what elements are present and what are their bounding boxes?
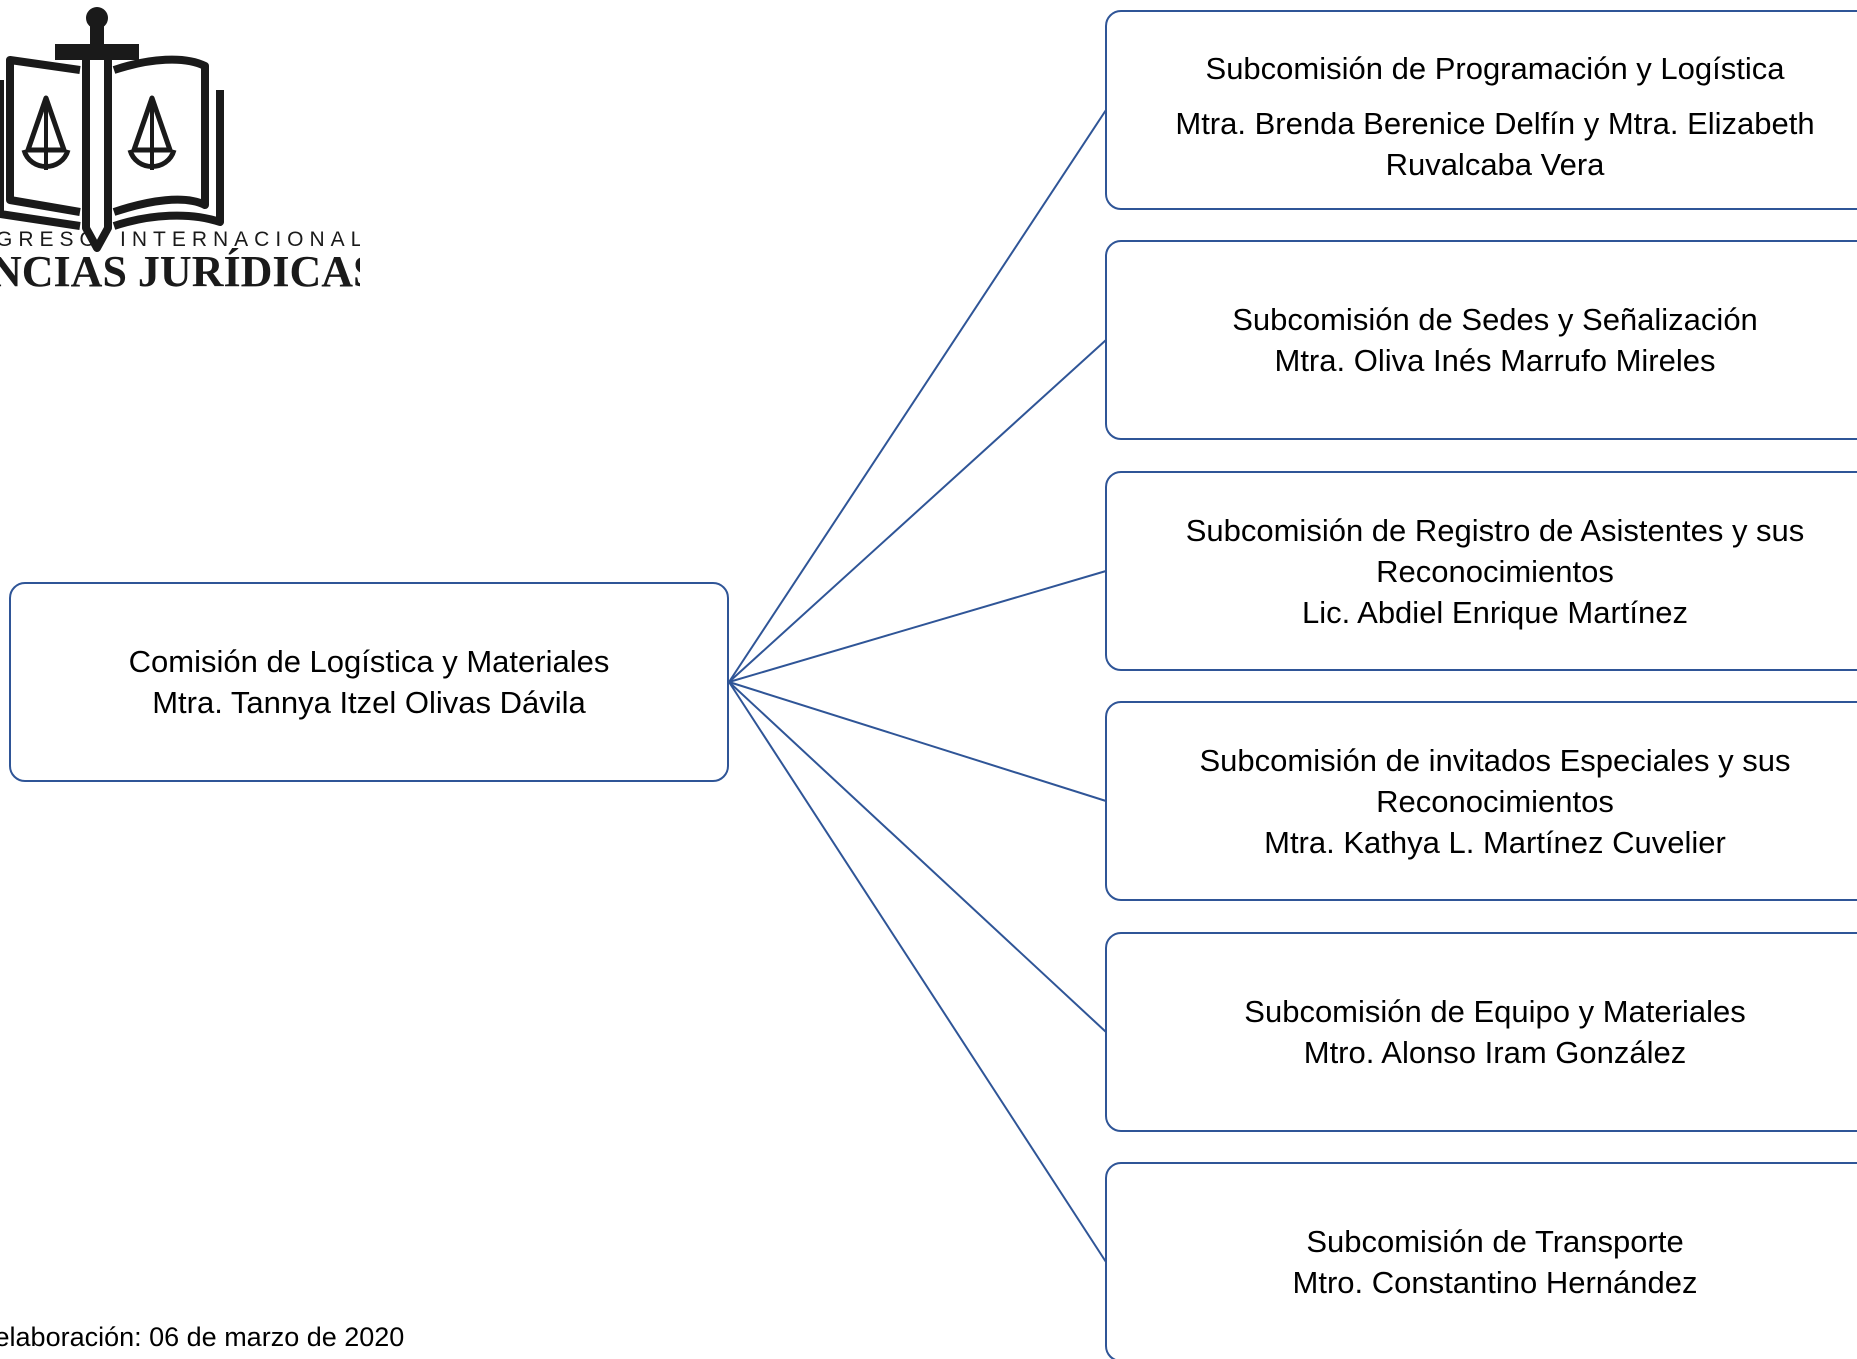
subcommittee-person: Mtra. Kathya L. Martínez Cuvelier: [1264, 824, 1726, 860]
connector-line-3: [728, 681, 1107, 802]
subcommittee-person: Mtro. Constantino Hernández: [1292, 1265, 1698, 1300]
subcommittee-person: Mtro. Alonso Iram González: [1303, 1035, 1687, 1070]
subcommittee-box-registration: Subcomisión de Registro de Asistentes y …: [1105, 471, 1857, 671]
subcommittee-title: Subcomisión de Transporte: [1306, 1224, 1684, 1259]
connector-line-4: [728, 681, 1107, 1033]
subcommittee-person: Lic. Abdiel Enrique Martínez: [1302, 594, 1688, 630]
subcommittee-box-programming: Subcomisión de Programación y Logística …: [1105, 10, 1857, 210]
subcommittee-person: Mtra. Oliva Inés Marrufo Mireles: [1274, 343, 1716, 378]
connector-line-2: [728, 570, 1107, 683]
scales-of-justice-book-sword-logo-icon: [0, 7, 224, 252]
subcommittee-person: Mtra. Brenda Berenice Delfín y Mtra. Eli…: [1175, 106, 1815, 141]
elaboration-date-footer: e elaboración: 06 de marzo de 2020: [0, 1322, 405, 1352]
logo-text-line2: NCIAS JURÍDICAS: [0, 247, 360, 296]
root-committee-person: Mtra. Tannya Itzel Olivas Dávila: [152, 685, 586, 720]
subcommittee-title: Subcomisión de Programación y Logística: [1205, 51, 1785, 86]
subcommittee-title-cont: Reconocimientos: [1376, 553, 1614, 589]
subcommittee-title-cont: Reconocimientos: [1376, 783, 1614, 819]
connector-line-0: [728, 109, 1107, 683]
connector-line-5: [728, 681, 1107, 1263]
logo-text-line1-right: INTERNACIONAL: [120, 228, 360, 251]
subcommittee-box-special-guests: Subcomisión de invitados Especiales y su…: [1105, 701, 1857, 901]
subcommittee-box-transport: Subcomisión de Transporte Mtro. Constant…: [1105, 1162, 1857, 1359]
subcommittee-title: Subcomisión de Equipo y Materiales: [1244, 994, 1746, 1029]
root-committee-box: Comisión de Logística y Materiales Mtra.…: [9, 582, 729, 782]
subcommittee-title: Subcomisión de invitados Especiales y su…: [1199, 742, 1791, 778]
subcommittee-box-venues: Subcomisión de Sedes y Señalización Mtra…: [1105, 240, 1857, 440]
root-committee-title: Comisión de Logística y Materiales: [128, 644, 610, 679]
subcommittee-box-equipment: Subcomisión de Equipo y Materiales Mtro.…: [1105, 932, 1857, 1132]
connector-line-1: [728, 339, 1107, 683]
logo-text-line1-left: GRESO: [0, 228, 102, 251]
subcommittee-person-cont: Ruvalcaba Vera: [1385, 147, 1605, 182]
congress-logo: GRESO INTERNACIONAL NCIAS JURÍDICAS: [0, 7, 360, 296]
subcommittee-title: Subcomisión de Sedes y Señalización: [1232, 302, 1758, 337]
subcommittee-title: Subcomisión de Registro de Asistentes y …: [1185, 512, 1805, 548]
